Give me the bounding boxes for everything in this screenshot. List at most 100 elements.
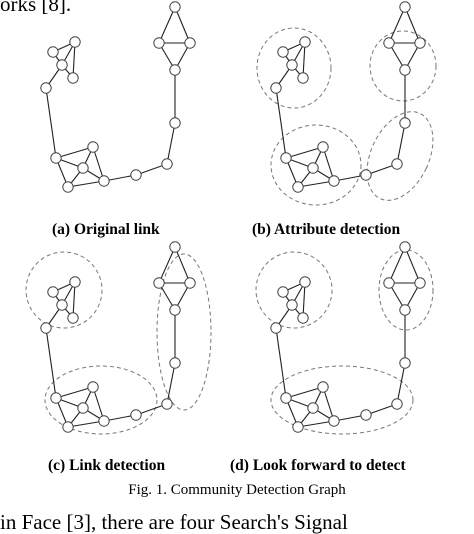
graph-node [328, 415, 340, 427]
graph-node [62, 181, 74, 193]
graph-node [399, 117, 411, 129]
graph-node [47, 46, 59, 58]
graph-edge [297, 420, 335, 428]
graph-edge [55, 146, 94, 159]
graph-edge [92, 386, 105, 422]
panel-c-link-detection [25, 241, 212, 435]
graph-edge [302, 41, 306, 79]
graph-node [40, 322, 52, 334]
community-ellipse-1 [25, 251, 103, 329]
graph-node [277, 46, 289, 58]
graph-edge [396, 122, 406, 165]
graph-edge [174, 246, 191, 284]
graph-edge [45, 87, 57, 159]
panel-b-caption: (b) Attribute detection [252, 221, 401, 238]
graph-node [280, 392, 292, 404]
graph-node [169, 1, 181, 13]
graph-node [169, 64, 181, 76]
graph-node [98, 415, 110, 427]
graph-node [130, 169, 142, 181]
graph-node [161, 158, 173, 170]
graph-node [50, 392, 62, 404]
graph-node [153, 37, 165, 49]
graph-edge [322, 146, 335, 182]
figure-caption: Fig. 1. Community Detection Graph [128, 482, 346, 498]
graph-node [47, 286, 59, 298]
graph-node [360, 169, 372, 181]
graph-node [69, 36, 81, 48]
graph-node [317, 381, 329, 393]
graph-edge [322, 386, 335, 422]
community-ellipse-1 [256, 27, 332, 109]
community-ellipse-2 [270, 124, 362, 206]
graph-node [67, 312, 79, 324]
graph-node [307, 162, 319, 174]
graph-node [292, 181, 304, 193]
graph-node [286, 59, 298, 71]
graph-node [161, 398, 173, 410]
panel-d-caption: (d) Look forward to detect [230, 457, 406, 474]
graph-node [399, 304, 411, 316]
graph-edge [166, 362, 176, 405]
graph-node [169, 357, 181, 369]
graph-node [414, 37, 426, 49]
graph-node [62, 421, 74, 433]
graph-node [98, 175, 110, 187]
graph-edge [388, 246, 406, 284]
graph-node [270, 322, 282, 334]
body-text-top: orks [8]. [0, 0, 72, 16]
graph-node [399, 357, 411, 369]
community-ellipse-3 [156, 253, 212, 411]
graph-node [292, 421, 304, 433]
graph-node [184, 37, 196, 49]
graph-node [169, 241, 181, 253]
panel-a-caption: (a) Original link [52, 221, 160, 238]
graph-edge [67, 180, 105, 188]
graph-node [414, 277, 426, 289]
graph-node [360, 409, 372, 421]
graph-edge [404, 246, 421, 284]
graph-edge [388, 6, 406, 44]
community-ellipse-4 [366, 111, 434, 201]
graph-node [56, 299, 68, 311]
graph-edge [275, 87, 287, 159]
graph-edge [285, 146, 324, 159]
graph-node [87, 381, 99, 393]
graph-node [169, 117, 181, 129]
graph-node [67, 72, 79, 84]
graph-node [391, 398, 403, 410]
graph-edge [275, 327, 287, 399]
body-text-bottom: in Face [3], there are four Search's Sig… [0, 510, 348, 534]
graph-node [299, 276, 311, 288]
graph-node [169, 304, 181, 316]
graph-edge [45, 327, 57, 399]
graph-node [297, 312, 309, 324]
panel-b-attribute-detection [256, 1, 437, 206]
graph-edge [166, 122, 176, 165]
community-ellipse-1 [255, 251, 333, 329]
panel-d-look-forward-to-detect [255, 241, 434, 435]
graph-node [391, 158, 403, 170]
graph-edge [302, 281, 306, 319]
graph-node [69, 276, 81, 288]
graph-edge [158, 6, 176, 44]
graph-edge [55, 386, 94, 399]
graph-node [383, 37, 395, 49]
community-ellipse-2 [44, 365, 158, 435]
graph-node [130, 409, 142, 421]
graph-node [317, 141, 329, 153]
graph-node [270, 82, 282, 94]
graph-node [40, 82, 52, 94]
graph-edge [285, 386, 324, 399]
graph-node [383, 277, 395, 289]
graph-edge [297, 180, 335, 188]
graph-edge [92, 146, 105, 182]
graph-node [399, 1, 411, 13]
graph-node [297, 72, 309, 84]
graph-node [328, 175, 340, 187]
graph-node [299, 36, 311, 48]
graph-node [286, 299, 298, 311]
graph-node [50, 152, 62, 164]
graph-edge [72, 41, 76, 79]
